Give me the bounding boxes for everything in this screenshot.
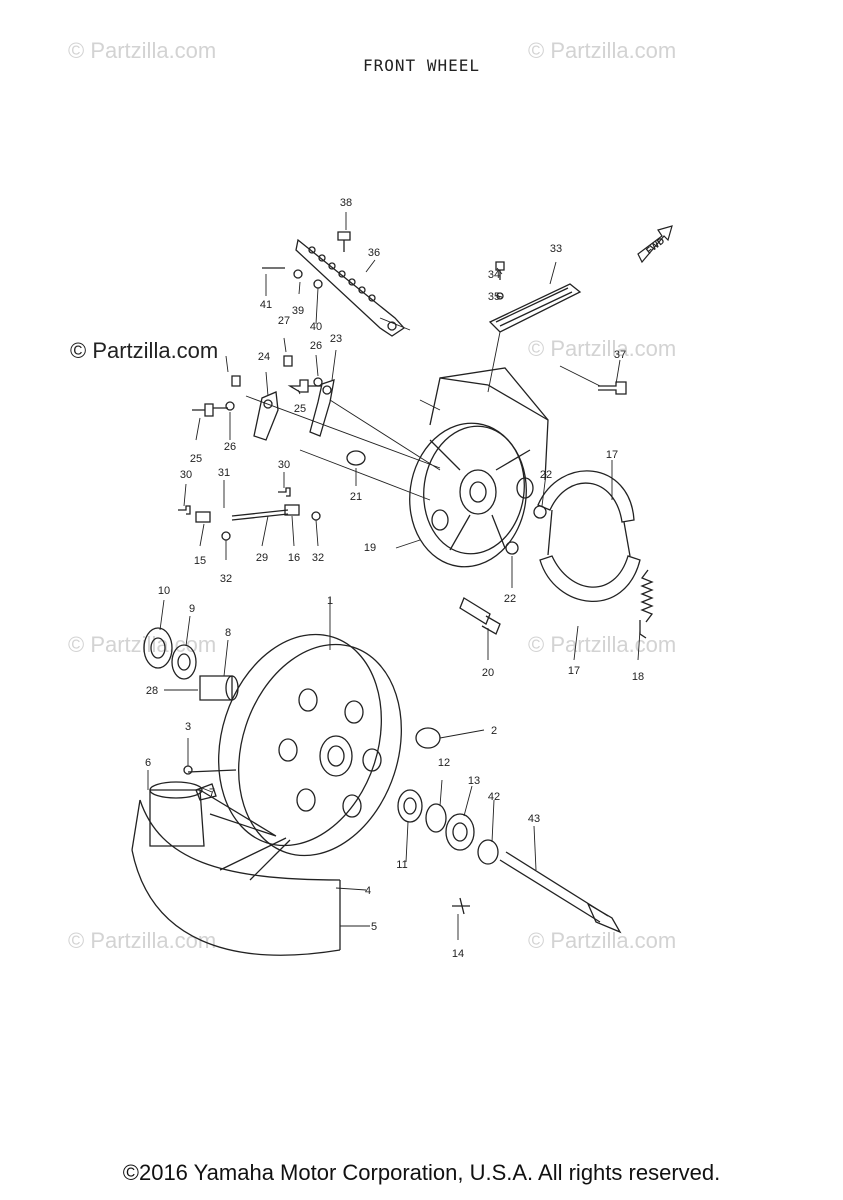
torque-bar-drawing: [295, 238, 405, 337]
callout-number: 1: [327, 595, 333, 607]
callout-number: 2: [491, 725, 497, 737]
callout-number: 33: [550, 243, 562, 255]
copyright-footer: ©2016 Yamaha Motor Corporation, U.S.A. A…: [122, 1160, 721, 1185]
callout-number: 19: [364, 542, 376, 554]
callout-number: 32: [220, 573, 232, 585]
watermark: © Partzilla.com: [68, 38, 217, 63]
callout-number: 41: [260, 299, 272, 311]
brake-rod-drawing: [195, 504, 300, 523]
callout-number: 30: [278, 459, 290, 471]
callout-number: 39: [292, 305, 304, 317]
bearings-drawing: [143, 627, 499, 865]
watermark: © Partzilla.com: [68, 928, 217, 953]
callout-number: 6: [145, 757, 151, 769]
callout-number: 10: [158, 585, 170, 597]
brake-shoes-drawing: [537, 470, 641, 602]
hub-drawing: [218, 633, 402, 857]
callout-number: 40: [310, 321, 322, 333]
callout-number: 27: [278, 315, 290, 327]
callout-number: 16: [288, 552, 300, 564]
callout-number: 25: [190, 453, 202, 465]
cover-plate-drawing: [488, 283, 582, 333]
cam-levers-drawing: [253, 379, 335, 441]
callout-number: 26: [310, 340, 322, 352]
leader-lines: [147, 212, 641, 940]
watermark: © Partzilla.com: [528, 38, 677, 63]
callout-number: 43: [528, 813, 540, 825]
callout-number: 24: [258, 351, 270, 363]
callout-number: 34: [488, 269, 500, 281]
callout-number: 4: [365, 885, 371, 897]
watermark: © Partzilla.com: [68, 632, 217, 657]
hardware-drawing: [178, 231, 627, 635]
fwd-label: FWD: [644, 235, 667, 256]
watermark: © Partzilla.com: [528, 632, 677, 657]
callout-number: 35: [488, 291, 500, 303]
callout-number: 32: [312, 552, 324, 564]
callout-number: 29: [256, 552, 268, 564]
callout-number: 42: [488, 791, 500, 803]
callout-number: 7: [209, 787, 215, 799]
callout-number: 8: [225, 627, 231, 639]
fwd-arrow-icon: FWD: [637, 225, 673, 264]
callout-number: 23: [330, 333, 342, 345]
callout-number: 30: [180, 469, 192, 481]
callout-number: 3: [185, 721, 191, 733]
brake-panel-drawing: [409, 367, 549, 568]
callout-number: 37: [614, 349, 626, 361]
callout-number: 22: [504, 593, 516, 605]
callout-number: 26: [224, 441, 236, 453]
callout-number: 31: [218, 467, 230, 479]
watermark: © Partzilla.com: [528, 336, 677, 361]
callout-number: 9: [189, 603, 195, 615]
callout-number: 13: [468, 775, 480, 787]
callout-number: 17: [606, 449, 618, 461]
callout-number: 5: [371, 921, 377, 933]
callout-number: 14: [452, 948, 464, 960]
diagram-title: FRONT WHEEL: [363, 56, 480, 75]
axle-drawing: [183, 765, 622, 934]
callout-number: 28: [146, 685, 158, 697]
spring-drawing: [639, 569, 654, 639]
watermark: © Partzilla.com: [528, 928, 677, 953]
callout-number: 15: [194, 555, 206, 567]
callout-number: 20: [482, 667, 494, 679]
callout-number: 12: [438, 757, 450, 769]
callout-number: 18: [632, 671, 644, 683]
wheel-rim-drawing: [131, 781, 341, 956]
watermark: © Partzilla.com: [70, 338, 219, 363]
callout-number: 38: [340, 197, 352, 209]
callout-number: 36: [368, 247, 380, 259]
callout-number: 21: [350, 491, 362, 503]
callout-number: 22: [540, 469, 552, 481]
callout-number: 17: [568, 665, 580, 677]
callout-number: 11: [396, 859, 407, 871]
callout-number: 25: [294, 403, 306, 415]
